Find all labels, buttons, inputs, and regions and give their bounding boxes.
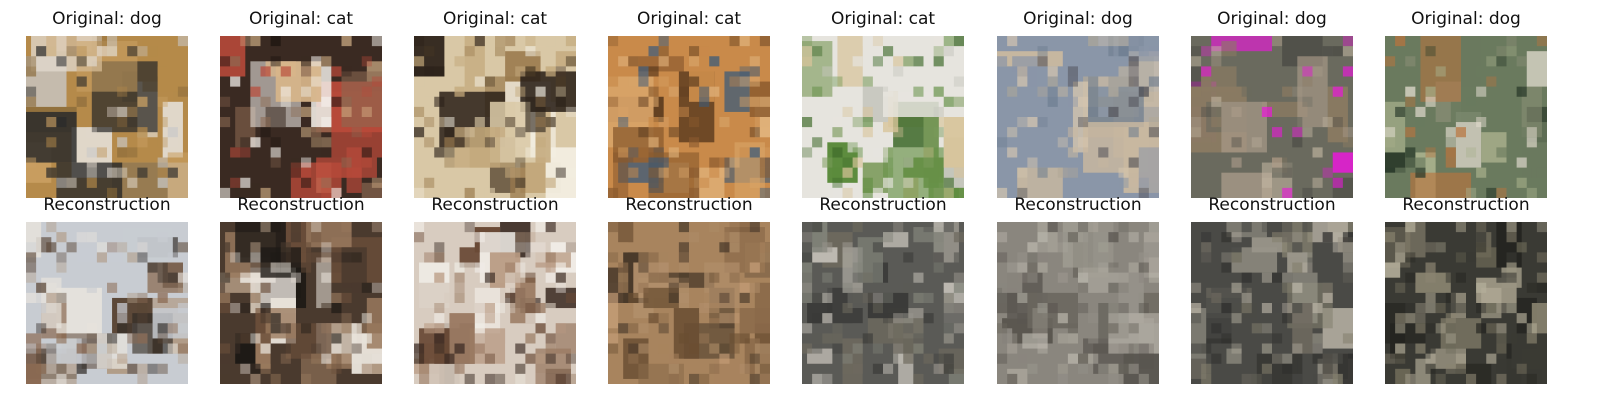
reconstruction-panel-7: Reconstruction	[1191, 192, 1353, 384]
reconstruction-image-3	[414, 222, 576, 384]
reconstruction-image-5	[802, 222, 964, 384]
original-image-8	[1385, 36, 1547, 198]
reconstruction-image-8	[1385, 222, 1547, 384]
original-panel-5: Original: cat	[802, 6, 964, 198]
reconstruction-image-6	[997, 222, 1159, 384]
reconstruction-panel-3: Reconstruction	[414, 192, 576, 384]
reconstruction-caption-4: Reconstruction	[625, 195, 753, 215]
original-image-4	[608, 36, 770, 198]
original-panel-1: Original: dog	[26, 6, 188, 198]
reconstruction-panel-6: Reconstruction	[997, 192, 1159, 384]
original-image-5	[802, 36, 964, 198]
reconstruction-caption-5: Reconstruction	[819, 195, 947, 215]
original-panel-4: Original: cat	[608, 6, 770, 198]
reconstruction-image-2	[220, 222, 382, 384]
original-caption-5: Original: cat	[830, 9, 936, 29]
reconstruction-caption-6: Reconstruction	[1014, 195, 1142, 215]
reconstruction-caption-3: Reconstruction	[431, 195, 559, 215]
original-image-1	[26, 36, 188, 198]
original-panel-3: Original: cat	[414, 6, 576, 198]
original-caption-1: Original: dog	[52, 9, 162, 29]
reconstruction-caption-2: Reconstruction	[237, 195, 365, 215]
original-image-2	[220, 36, 382, 198]
original-panel-7: Original: dog	[1191, 6, 1353, 198]
original-image-3	[414, 36, 576, 198]
original-caption-6: Original: dog	[1023, 9, 1133, 29]
original-image-6	[997, 36, 1159, 198]
original-caption-8: Original: dog	[1411, 9, 1521, 29]
original-caption-7: Original: dog	[1217, 9, 1327, 29]
reconstruction-caption-1: Reconstruction	[43, 195, 171, 215]
original-caption-4: Original: cat	[636, 9, 742, 29]
reconstruction-panel-2: Reconstruction	[220, 192, 382, 384]
reconstruction-panel-8: Reconstruction	[1385, 192, 1547, 384]
original-panel-6: Original: dog	[997, 6, 1159, 198]
reconstruction-image-4	[608, 222, 770, 384]
original-panel-8: Original: dog	[1385, 6, 1547, 198]
reconstruction-panel-4: Reconstruction	[608, 192, 770, 384]
original-caption-3: Original: cat	[442, 9, 548, 29]
reconstruction-panel-1: Reconstruction	[26, 192, 188, 384]
original-caption-2: Original: cat	[248, 9, 354, 29]
reconstruction-image-1	[26, 222, 188, 384]
reconstruction-panel-5: Reconstruction	[802, 192, 964, 384]
reconstruction-caption-7: Reconstruction	[1208, 195, 1336, 215]
original-panel-2: Original: cat	[220, 6, 382, 198]
reconstruction-caption-8: Reconstruction	[1402, 195, 1530, 215]
reconstruction-image-7	[1191, 222, 1353, 384]
original-image-7	[1191, 36, 1353, 198]
